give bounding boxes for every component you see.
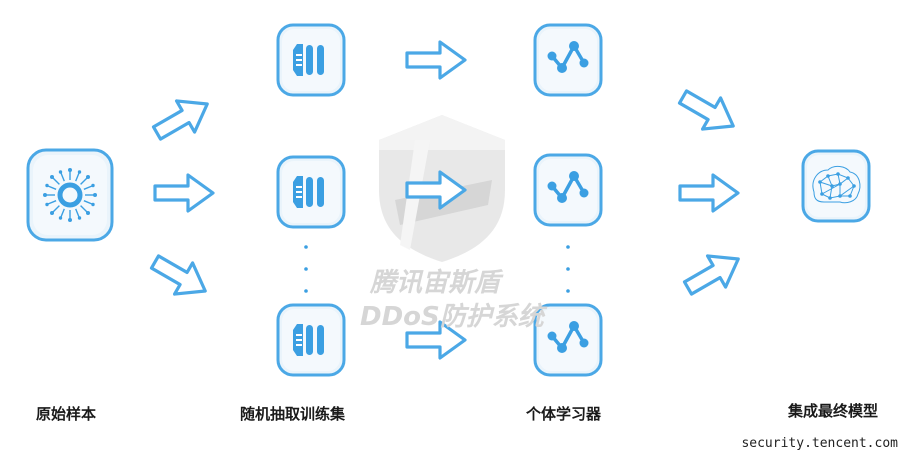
neural-brain-icon	[812, 165, 861, 204]
watermark-line-2: DDoS防护系统	[360, 302, 544, 332]
learner-box-3	[533, 303, 603, 377]
bootstrap-box-2	[276, 155, 346, 229]
arrow-mid-1	[153, 173, 215, 213]
bars-bracket-icon	[293, 176, 324, 208]
arrow-converge-3	[677, 241, 749, 306]
bars-bracket-icon	[293, 44, 324, 76]
label-ensemble: 集成最终模型	[788, 402, 879, 420]
bootstrap-box-1	[276, 23, 346, 97]
learner-ellipsis	[566, 245, 570, 293]
learner-box-2	[533, 153, 603, 227]
label-bootstrap: 随机抽取训练集	[240, 405, 346, 423]
bootstrap-box-3	[276, 303, 346, 377]
arrow-converge-1	[672, 79, 744, 144]
bars-bracket-icon	[293, 324, 324, 356]
learner-box-1	[533, 23, 603, 97]
samples-box	[26, 148, 114, 242]
bootstrap-ellipsis	[304, 245, 308, 293]
arrow-row-1	[405, 40, 467, 80]
ring-burst-icon	[43, 168, 97, 222]
arrow-converge-2	[678, 173, 740, 213]
label-learners: 个体学习器	[526, 405, 602, 423]
arrow-up-1	[146, 86, 218, 151]
arrow-down-1	[144, 244, 216, 309]
label-samples: 原始样本	[36, 405, 97, 423]
watermark-line-1: 腾讯宙斯盾	[370, 268, 501, 298]
footer-url: security.tencent.com	[741, 436, 898, 451]
ensemble-box	[801, 149, 871, 223]
